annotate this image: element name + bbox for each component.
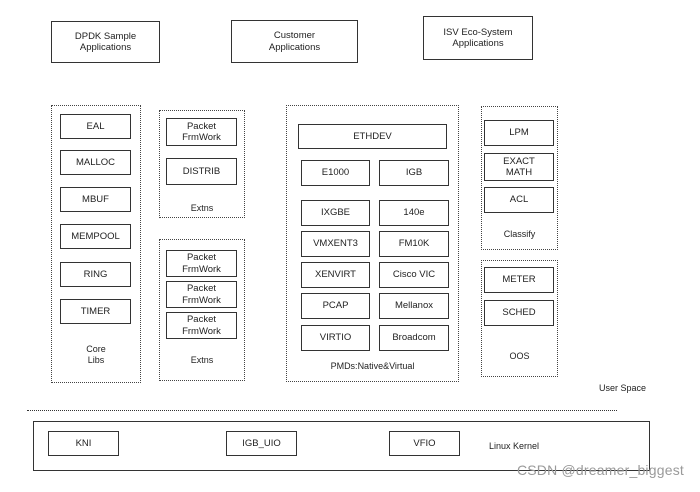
extns2-packet-frmwork-2: Packet FrmWork — [166, 281, 237, 308]
extns1-packet-frmwork: Packet FrmWork — [166, 118, 237, 146]
pmd-cisco-vic: Cisco VIC — [379, 262, 449, 288]
core-eal: EAL — [60, 114, 131, 139]
qos-meter: METER — [484, 267, 554, 293]
app-isv-ecosystem: ISV Eco-System Applications — [423, 16, 533, 60]
core-malloc: MALLOC — [60, 150, 131, 175]
classify-label: Classify — [503, 229, 536, 239]
extns2-label: Extns — [190, 355, 214, 365]
extns-group-1 — [159, 110, 245, 218]
extns-group-2 — [159, 239, 245, 381]
classify-acl: ACL — [484, 187, 554, 213]
app-dpdk-sample: DPDK Sample Applications — [51, 21, 160, 63]
app-customer: Customer Applications — [231, 20, 358, 63]
pmd-e1000: E1000 — [301, 160, 370, 186]
pmd-igb: IGB — [379, 160, 449, 186]
core-libs-group — [51, 105, 141, 383]
pmds-label: PMDs:Native&Virtual — [330, 361, 415, 371]
extns1-distrib: DISTRIB — [166, 158, 237, 185]
extns1-label: Extns — [190, 203, 214, 213]
kernel-vfio: VFIO — [389, 431, 460, 456]
pmd-140e: 140e — [379, 200, 449, 226]
pmd-pcap: PCAP — [301, 293, 370, 319]
pmds-group — [286, 105, 459, 382]
user-kernel-separator — [27, 410, 617, 411]
core-timer: TIMER — [60, 299, 131, 324]
extns2-packet-frmwork-3: Packet FrmWork — [166, 312, 237, 339]
linux-kernel-container — [33, 421, 650, 471]
core-mbuf: MBUF — [60, 187, 131, 212]
core-mempool: MEMPOOL — [60, 224, 131, 249]
user-space-label: User Space — [599, 383, 647, 393]
pmd-virtio: VIRTIO — [301, 325, 370, 351]
qos-sched: SCHED — [484, 300, 554, 326]
pmd-xenvirt: XENVIRT — [301, 262, 370, 288]
classify-lpm: LPM — [484, 120, 554, 146]
watermark-text: CSDN @dreamer_biggest — [516, 462, 684, 478]
linux-kernel-label: Linux Kernel — [489, 441, 540, 451]
pmd-broadcom: Broadcom — [379, 325, 449, 351]
core-ring: RING — [60, 262, 131, 287]
pmd-vmxent3: VMXENT3 — [301, 231, 370, 257]
kernel-kni: KNI — [48, 431, 119, 456]
qos-group — [481, 260, 558, 377]
kernel-igb-uio: IGB_UIO — [226, 431, 297, 456]
pmd-ixgbe: IXGBE — [301, 200, 370, 226]
classify-exact-math: EXACT MATH — [484, 153, 554, 181]
pmd-ethdev: ETHDEV — [298, 124, 447, 149]
extns2-packet-frmwork-1: Packet FrmWork — [166, 250, 237, 277]
core-libs-label: Core Libs — [86, 344, 106, 366]
qos-label: OOS — [509, 351, 530, 361]
pmd-fm10k: FM10K — [379, 231, 449, 257]
pmd-mellanox: Mellanox — [379, 293, 449, 319]
classify-group — [481, 106, 558, 250]
